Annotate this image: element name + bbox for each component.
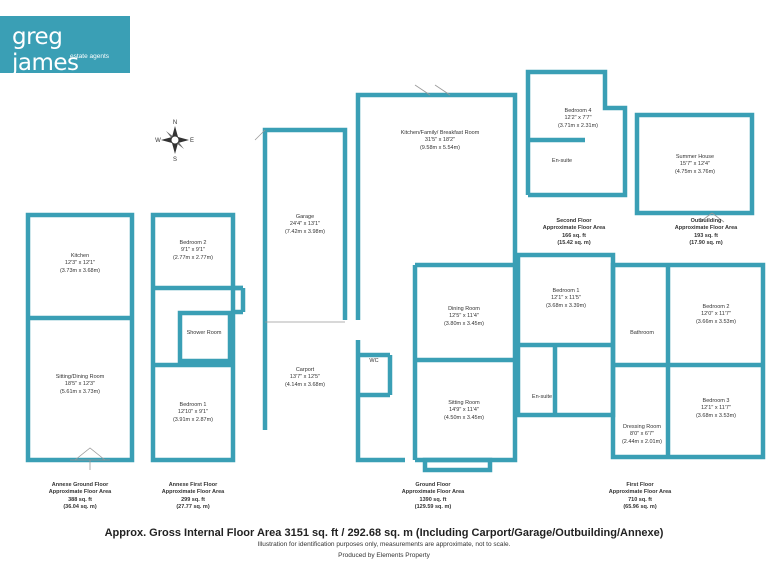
room-label-shower: Shower Room xyxy=(186,330,222,336)
annexe-first-walls xyxy=(150,212,246,463)
room-label-wc: WC xyxy=(369,358,379,364)
annexe-ground-walls xyxy=(25,212,135,463)
svg-text:N: N xyxy=(173,120,177,126)
first-floor-walls xyxy=(515,252,766,460)
room-label-ensuite1: En-suite xyxy=(531,394,553,400)
producer-text: Produced by Elements Property xyxy=(338,552,430,559)
compass-icon: N E S W xyxy=(155,120,194,163)
svg-text:W: W xyxy=(155,138,161,144)
second-floor-walls xyxy=(525,69,628,198)
brand-logo: greg james estate agents xyxy=(0,16,130,76)
gross-area-text: Approx. Gross Internal Floor Area 3151 s… xyxy=(104,527,664,539)
ground-floor-walls xyxy=(355,92,518,473)
outbuilding-walls xyxy=(634,112,755,216)
room-label-ensuite2: En-suite xyxy=(551,158,573,164)
svg-text:E: E xyxy=(190,138,194,144)
room-label-bathroom: Bathroom xyxy=(630,330,654,336)
brand-tagline: estate agents xyxy=(70,53,110,60)
disclaimer-text: Illustration for identification purposes… xyxy=(257,541,511,548)
garage-walls xyxy=(262,127,348,430)
svg-text:S: S xyxy=(173,157,177,163)
brand-name: greg james xyxy=(12,24,79,76)
